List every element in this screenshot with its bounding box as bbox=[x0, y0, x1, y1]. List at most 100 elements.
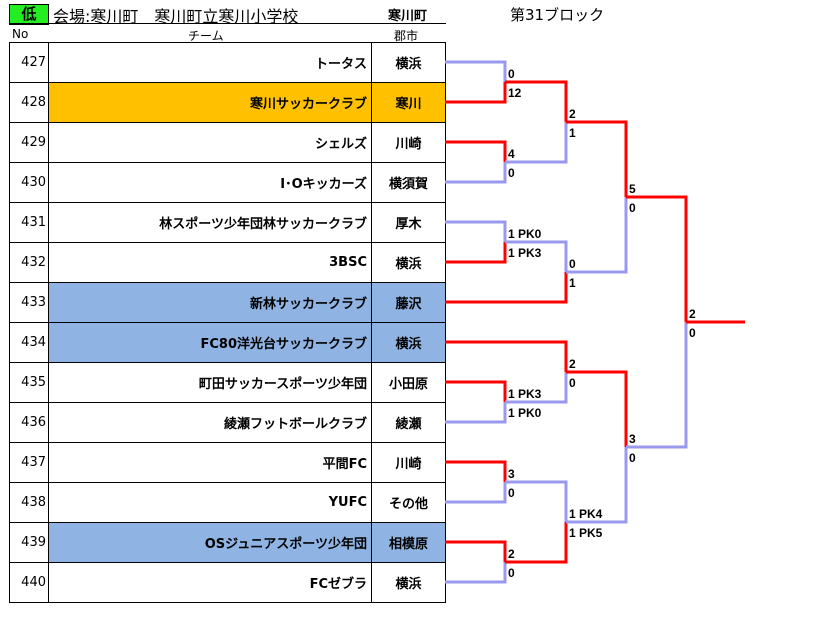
team-number: 430 bbox=[9, 162, 49, 203]
score-top: 0 bbox=[569, 257, 576, 271]
bracket-line bbox=[445, 460, 507, 482]
venue-title: 会場:寒川町 寒川町立寒川小学校 bbox=[53, 7, 299, 26]
bracket-line bbox=[505, 240, 568, 272]
score-top: 3 bbox=[629, 432, 636, 446]
bracket-line bbox=[626, 322, 688, 449]
level-badge: 低 bbox=[9, 4, 49, 25]
team-name: 林スポーツ少年団林サッカークラブ bbox=[48, 202, 372, 243]
bracket-line bbox=[566, 447, 628, 524]
score-bottom: 0 bbox=[689, 326, 696, 340]
score-bottom: 1 PK3 bbox=[508, 246, 542, 260]
team-name: 綾瀬フットボールクラブ bbox=[48, 402, 372, 443]
bracket-line bbox=[445, 540, 507, 562]
team-city: 相模原 bbox=[371, 522, 446, 563]
team-city: 川崎 bbox=[371, 122, 446, 163]
team-number: 428 bbox=[9, 82, 49, 123]
team-city: 横浜 bbox=[371, 42, 446, 83]
bracket-line bbox=[626, 195, 688, 322]
score-top: 0 bbox=[508, 67, 515, 81]
team-number: 434 bbox=[9, 322, 49, 363]
score-top: 3 bbox=[508, 467, 515, 481]
team-name: YUFC bbox=[48, 482, 372, 523]
title-divider bbox=[9, 23, 446, 24]
score-bottom: 0 bbox=[508, 166, 515, 180]
score-bottom: 1 PK0 bbox=[508, 406, 542, 420]
team-city: 横浜 bbox=[371, 242, 446, 283]
bracket-line bbox=[445, 272, 568, 304]
bracket-line bbox=[445, 340, 568, 372]
team-city: 横浜 bbox=[371, 562, 446, 603]
team-number: 429 bbox=[9, 122, 49, 163]
bracket-line bbox=[445, 162, 507, 184]
score-top: 2 bbox=[569, 357, 576, 371]
team-name: 新林サッカークラブ bbox=[48, 282, 372, 323]
team-name: OSジュニアスポーツ少年団 bbox=[48, 522, 372, 563]
team-name: トータス bbox=[48, 42, 372, 83]
score-top: 1 PK4 bbox=[569, 507, 603, 521]
score-top: 2 bbox=[508, 547, 515, 561]
bracket-line bbox=[445, 60, 507, 82]
score-top: 1 PK3 bbox=[508, 387, 542, 401]
team-name: 寒川サッカークラブ bbox=[48, 82, 372, 123]
team-name: FC80洋光台サッカークラブ bbox=[48, 322, 372, 363]
team-number: 431 bbox=[9, 202, 49, 243]
bracket-line bbox=[505, 122, 568, 164]
bracket-line bbox=[445, 82, 507, 104]
score-bottom: 12 bbox=[508, 86, 522, 100]
score-top: 5 bbox=[629, 182, 636, 196]
score-top: 1 PK0 bbox=[508, 227, 542, 241]
score-bottom: 1 bbox=[569, 126, 576, 140]
score-bottom: 0 bbox=[629, 201, 636, 215]
score-bottom: 0 bbox=[508, 566, 515, 580]
bracket-line bbox=[445, 140, 507, 162]
bracket-line bbox=[566, 197, 628, 274]
bracket-line bbox=[445, 562, 507, 584]
team-name: シェルズ bbox=[48, 122, 372, 163]
col-header-no: No bbox=[12, 27, 29, 41]
score-top: 2 bbox=[689, 307, 696, 321]
score-top: 4 bbox=[508, 147, 515, 161]
team-city: その他 bbox=[371, 482, 446, 523]
col-header-city: 郡市 bbox=[394, 29, 419, 43]
score-bottom: 0 bbox=[508, 486, 515, 500]
bracket-line bbox=[566, 370, 628, 447]
bracket-line bbox=[445, 402, 507, 424]
col-header-team: チーム bbox=[188, 29, 224, 43]
score-bottom: 1 bbox=[569, 276, 576, 290]
bracket-line bbox=[505, 372, 568, 404]
team-number: 440 bbox=[9, 562, 49, 603]
bracket-line bbox=[445, 220, 507, 242]
score-bottom: 1 PK5 bbox=[569, 526, 603, 540]
score-bottom: 0 bbox=[569, 376, 576, 390]
team-name: FCゼブラ bbox=[48, 562, 372, 603]
team-city: 横須賀 bbox=[371, 162, 446, 203]
team-number: 435 bbox=[9, 362, 49, 403]
team-city: 藤沢 bbox=[371, 282, 446, 323]
score-bottom: 0 bbox=[629, 451, 636, 465]
block-title: 第31ブロック bbox=[510, 6, 605, 24]
team-number: 438 bbox=[9, 482, 49, 523]
bracket-line bbox=[445, 482, 507, 504]
venue-city: 寒川町 bbox=[388, 9, 428, 24]
bracket-line bbox=[505, 480, 568, 522]
bracket-line bbox=[445, 242, 507, 264]
bracket-line bbox=[505, 522, 568, 564]
team-city: 綾瀬 bbox=[371, 402, 446, 443]
team-city: 横浜 bbox=[371, 322, 446, 363]
team-name: 平間FC bbox=[48, 442, 372, 483]
bracket-line bbox=[445, 380, 507, 402]
score-top: 2 bbox=[569, 107, 576, 121]
team-city: 厚木 bbox=[371, 202, 446, 243]
team-city: 寒川 bbox=[371, 82, 446, 123]
